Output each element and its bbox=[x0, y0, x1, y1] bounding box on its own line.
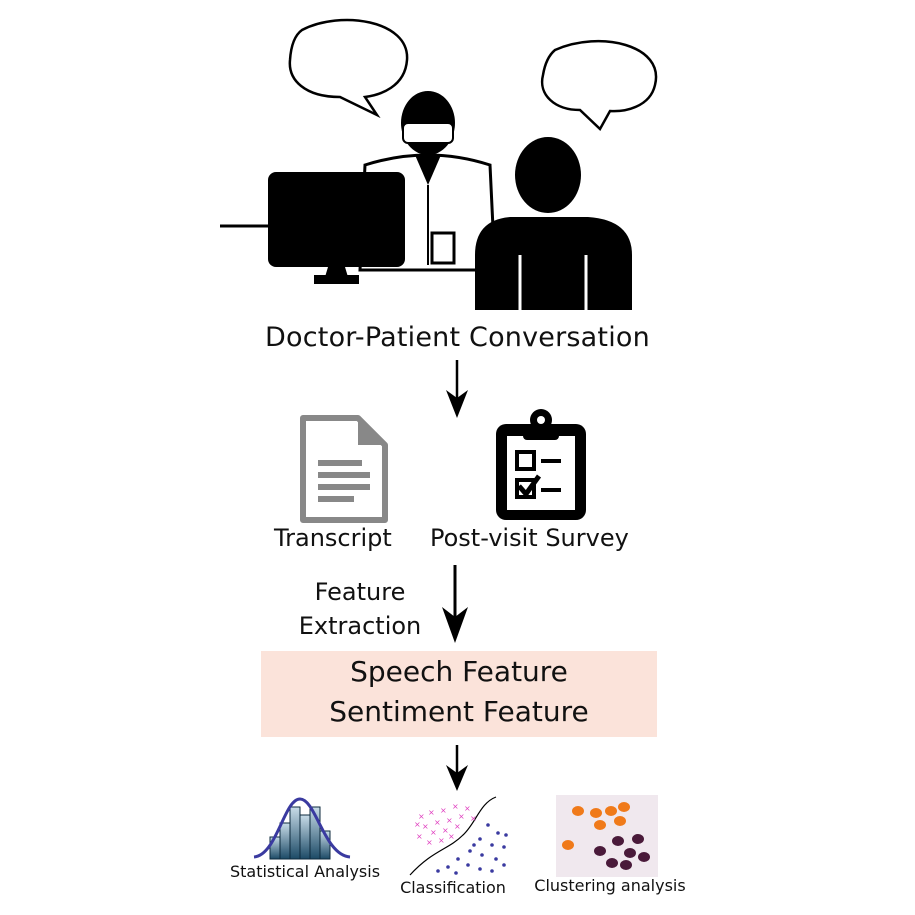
svg-text:×: × bbox=[428, 808, 435, 817]
svg-text:×: × bbox=[470, 814, 477, 823]
svg-text:×: × bbox=[418, 812, 425, 821]
svg-text:×: × bbox=[414, 820, 421, 829]
speech-feature-label: Speech Feature bbox=[350, 655, 568, 688]
arrow-down-icon bbox=[446, 745, 468, 791]
classification-label: Classification bbox=[400, 878, 506, 897]
svg-text:×: × bbox=[440, 806, 447, 815]
svg-text:×: × bbox=[452, 802, 459, 811]
svg-text:×: × bbox=[422, 822, 429, 831]
scatter-classification-icon: ××× ××× ××× ××× ××× ××× bbox=[409, 796, 508, 876]
feature-extraction-line2: Extraction bbox=[298, 612, 422, 640]
feature-extraction-label: Feature Extraction bbox=[285, 575, 435, 643]
computer-monitor-icon bbox=[220, 172, 485, 284]
statistical-analysis-label: Statistical Analysis bbox=[229, 862, 381, 881]
svg-text:×: × bbox=[416, 832, 423, 841]
svg-text:×: × bbox=[430, 828, 437, 837]
svg-text:×: × bbox=[464, 804, 471, 813]
svg-text:×: × bbox=[458, 812, 465, 821]
document-icon bbox=[300, 415, 388, 523]
histogram-icon bbox=[253, 797, 351, 860]
arrow-down-icon bbox=[446, 360, 468, 418]
speech-bubble-icon bbox=[288, 18, 409, 119]
svg-text:×: × bbox=[438, 836, 445, 845]
transcript-label: Transcript bbox=[274, 524, 392, 552]
sentiment-feature-label: Sentiment Feature bbox=[329, 695, 589, 728]
scene-caption: Doctor-Patient Conversation bbox=[265, 322, 650, 353]
survey-label: Post-visit Survey bbox=[430, 524, 629, 552]
clustering-analysis-label: Clustering analysis bbox=[534, 876, 686, 895]
svg-text:×: × bbox=[448, 832, 455, 841]
feature-box: Speech Feature Sentiment Feature bbox=[261, 651, 657, 737]
speech-bubble-icon bbox=[540, 39, 658, 132]
arrow-down-icon bbox=[442, 565, 468, 643]
doctor-patient-scene bbox=[220, 18, 658, 310]
svg-text:×: × bbox=[426, 838, 433, 847]
svg-text:×: × bbox=[446, 816, 453, 825]
patient-icon bbox=[475, 137, 632, 310]
feature-extraction-line1: Feature bbox=[314, 578, 406, 606]
cluster-icon bbox=[556, 795, 658, 877]
svg-text:×: × bbox=[442, 826, 449, 835]
clipboard-icon bbox=[496, 409, 586, 520]
svg-text:×: × bbox=[434, 818, 441, 827]
svg-text:×: × bbox=[454, 822, 461, 831]
